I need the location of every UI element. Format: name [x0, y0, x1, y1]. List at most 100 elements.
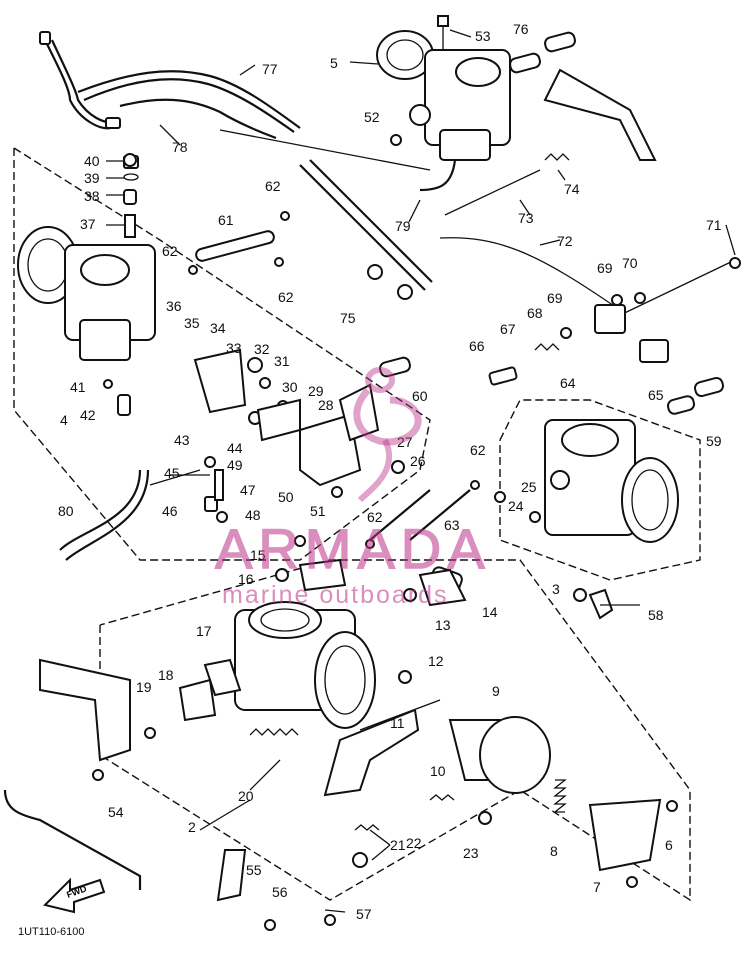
- watermark-logo: [353, 367, 422, 503]
- callout-76: 76: [513, 21, 529, 37]
- lever-plates: [178, 348, 614, 902]
- callout-17: 17: [196, 623, 212, 639]
- callout-58: 58: [648, 607, 664, 623]
- callout-22: 22: [406, 835, 422, 851]
- callout-62: 62: [470, 442, 486, 458]
- group-outline-3: [499, 399, 701, 581]
- callout-66: 66: [469, 338, 485, 354]
- drawing-code: 1UT110-6100: [18, 926, 84, 938]
- callout-75: 75: [340, 310, 356, 326]
- callout-50: 50: [278, 489, 294, 505]
- callout-67: 67: [500, 321, 516, 337]
- callout-69: 69: [597, 260, 613, 276]
- callout-24: 24: [508, 498, 524, 514]
- callout-65: 65: [648, 387, 664, 403]
- callout-10: 10: [430, 763, 446, 779]
- callout-18: 18: [158, 667, 174, 683]
- callout-25: 25: [521, 479, 537, 495]
- callout-62-3: 62: [162, 243, 178, 259]
- callout-9: 9: [492, 683, 500, 699]
- callout-31: 31: [274, 353, 290, 369]
- carburetor-3: [544, 419, 679, 543]
- callout-3: 3: [552, 581, 560, 597]
- callout-53: 53: [475, 28, 491, 44]
- front-direction-arrow: FWD: [43, 877, 106, 914]
- callout-63: 63: [444, 517, 460, 533]
- callout-20: 20: [238, 788, 254, 804]
- callout-54: 54: [108, 804, 124, 820]
- callout-41: 41: [70, 379, 86, 395]
- callout-49: 49: [227, 457, 243, 473]
- callout-46: 46: [162, 503, 178, 519]
- callout-78: 78: [172, 139, 188, 155]
- callout-39: 39: [84, 170, 100, 186]
- callout-30: 30: [282, 379, 298, 395]
- callout-19: 19: [136, 679, 152, 695]
- carburetor-4: [17, 155, 156, 361]
- callout-12: 12: [428, 653, 444, 669]
- leader-lines: [106, 29, 736, 913]
- group-outline-2: [99, 559, 691, 902]
- callout-44: 44: [227, 440, 243, 456]
- callout-59: 59: [706, 433, 722, 449]
- callout-62-2: 62: [265, 178, 281, 194]
- callout-38: 38: [84, 188, 100, 204]
- callout-45: 45: [164, 465, 180, 481]
- callout-74: 74: [564, 181, 580, 197]
- group-outline-4: [13, 147, 431, 561]
- callout-7: 7: [593, 879, 601, 895]
- bracket-54: [39, 658, 131, 762]
- callout-48: 48: [245, 507, 261, 523]
- callout-16: 16: [238, 571, 254, 587]
- callout-52: 52: [364, 109, 380, 125]
- carburetor-5: [376, 15, 511, 192]
- callout-68: 68: [527, 305, 543, 321]
- callout-35: 35: [184, 315, 200, 331]
- callout-43: 43: [174, 432, 190, 448]
- callout-13: 13: [435, 617, 451, 633]
- joint-tubes: [195, 31, 724, 415]
- callout-11: 11: [390, 715, 405, 731]
- callout-6: 6: [665, 837, 673, 853]
- armada-watermark: ARMADA marine outboards: [214, 367, 491, 609]
- callout-56: 56: [272, 884, 288, 900]
- callout-4: 4: [60, 412, 68, 428]
- watermark-brand: ARMADA: [215, 517, 491, 580]
- callout-32: 32: [254, 341, 270, 357]
- callout-2: 2: [188, 819, 196, 835]
- callout-34: 34: [210, 320, 226, 336]
- callout-29: 29: [308, 383, 324, 399]
- callout-23: 23: [463, 845, 479, 861]
- callout-26: 26: [410, 453, 426, 469]
- callout-37: 37: [80, 216, 96, 232]
- callout-27: 27: [397, 434, 413, 450]
- callout-61: 61: [218, 212, 234, 228]
- callout-72: 72: [557, 233, 573, 249]
- callout-71: 71: [706, 217, 722, 233]
- callout-73: 73: [518, 210, 534, 226]
- callout-80: 80: [58, 503, 74, 519]
- fuel-hoses: [39, 31, 301, 140]
- watermark-tagline: marine outboards: [222, 581, 449, 609]
- callout-62-5: 62: [367, 509, 383, 525]
- callout-70: 70: [622, 255, 638, 271]
- callout-47: 47: [240, 482, 256, 498]
- callout-60: 60: [412, 388, 428, 404]
- callout-21: 21: [390, 837, 406, 853]
- callout-69-2: 69: [547, 290, 563, 306]
- linkage-rods: [59, 129, 736, 731]
- callout-14: 14: [482, 604, 498, 620]
- callout-33: 33: [226, 340, 242, 356]
- callout-8: 8: [550, 843, 558, 859]
- callout-77: 77: [262, 61, 278, 77]
- callout-64: 64: [560, 375, 576, 391]
- callout-42: 42: [80, 407, 96, 423]
- callout-79: 79: [395, 218, 411, 234]
- callout-55: 55: [246, 862, 262, 878]
- callout-51: 51: [310, 503, 326, 519]
- callout-5: 5: [330, 55, 338, 71]
- vacuum-chamber: [448, 716, 662, 872]
- carburetor-2: [234, 566, 463, 729]
